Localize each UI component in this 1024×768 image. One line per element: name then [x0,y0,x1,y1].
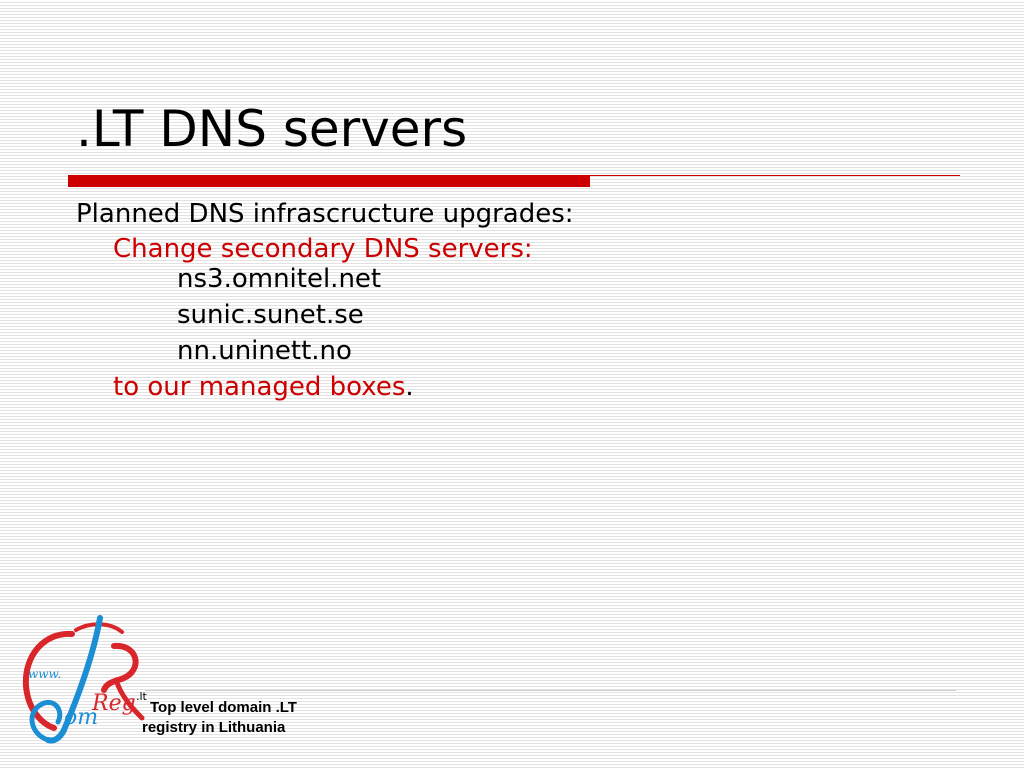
footer-tagline: Top level domain .LT registry in Lithuan… [142,698,297,738]
slide-title: .LT DNS servers [76,100,468,158]
footer-tagline-line2: registry in Lithuania [142,719,286,736]
body-intro: Planned DNS infrascructure upgrades: [76,199,574,229]
domreg-logo: www. om Reg .lt [22,615,148,744]
title-underline-thick [68,175,590,187]
server-item: ns3.omnitel.net [177,264,382,294]
body-closing-text: to our managed boxes [113,372,406,402]
logo-om: om [64,705,98,730]
logo-www: www. [28,667,61,681]
footer-tagline-line1: Top level domain .LT [150,699,297,716]
body-change-label: Change secondary DNS servers: [113,234,533,264]
server-item: sunic.sunet.se [177,300,364,330]
footer-rule [145,690,956,691]
server-item: nn.uninett.no [177,336,352,366]
body-closing: to our managed boxes. [113,374,414,400]
logo-reg: Reg [91,691,136,716]
title-underline-thin [590,175,960,176]
body-closing-punct: . [405,372,414,402]
logo-lt: .lt [136,690,148,703]
